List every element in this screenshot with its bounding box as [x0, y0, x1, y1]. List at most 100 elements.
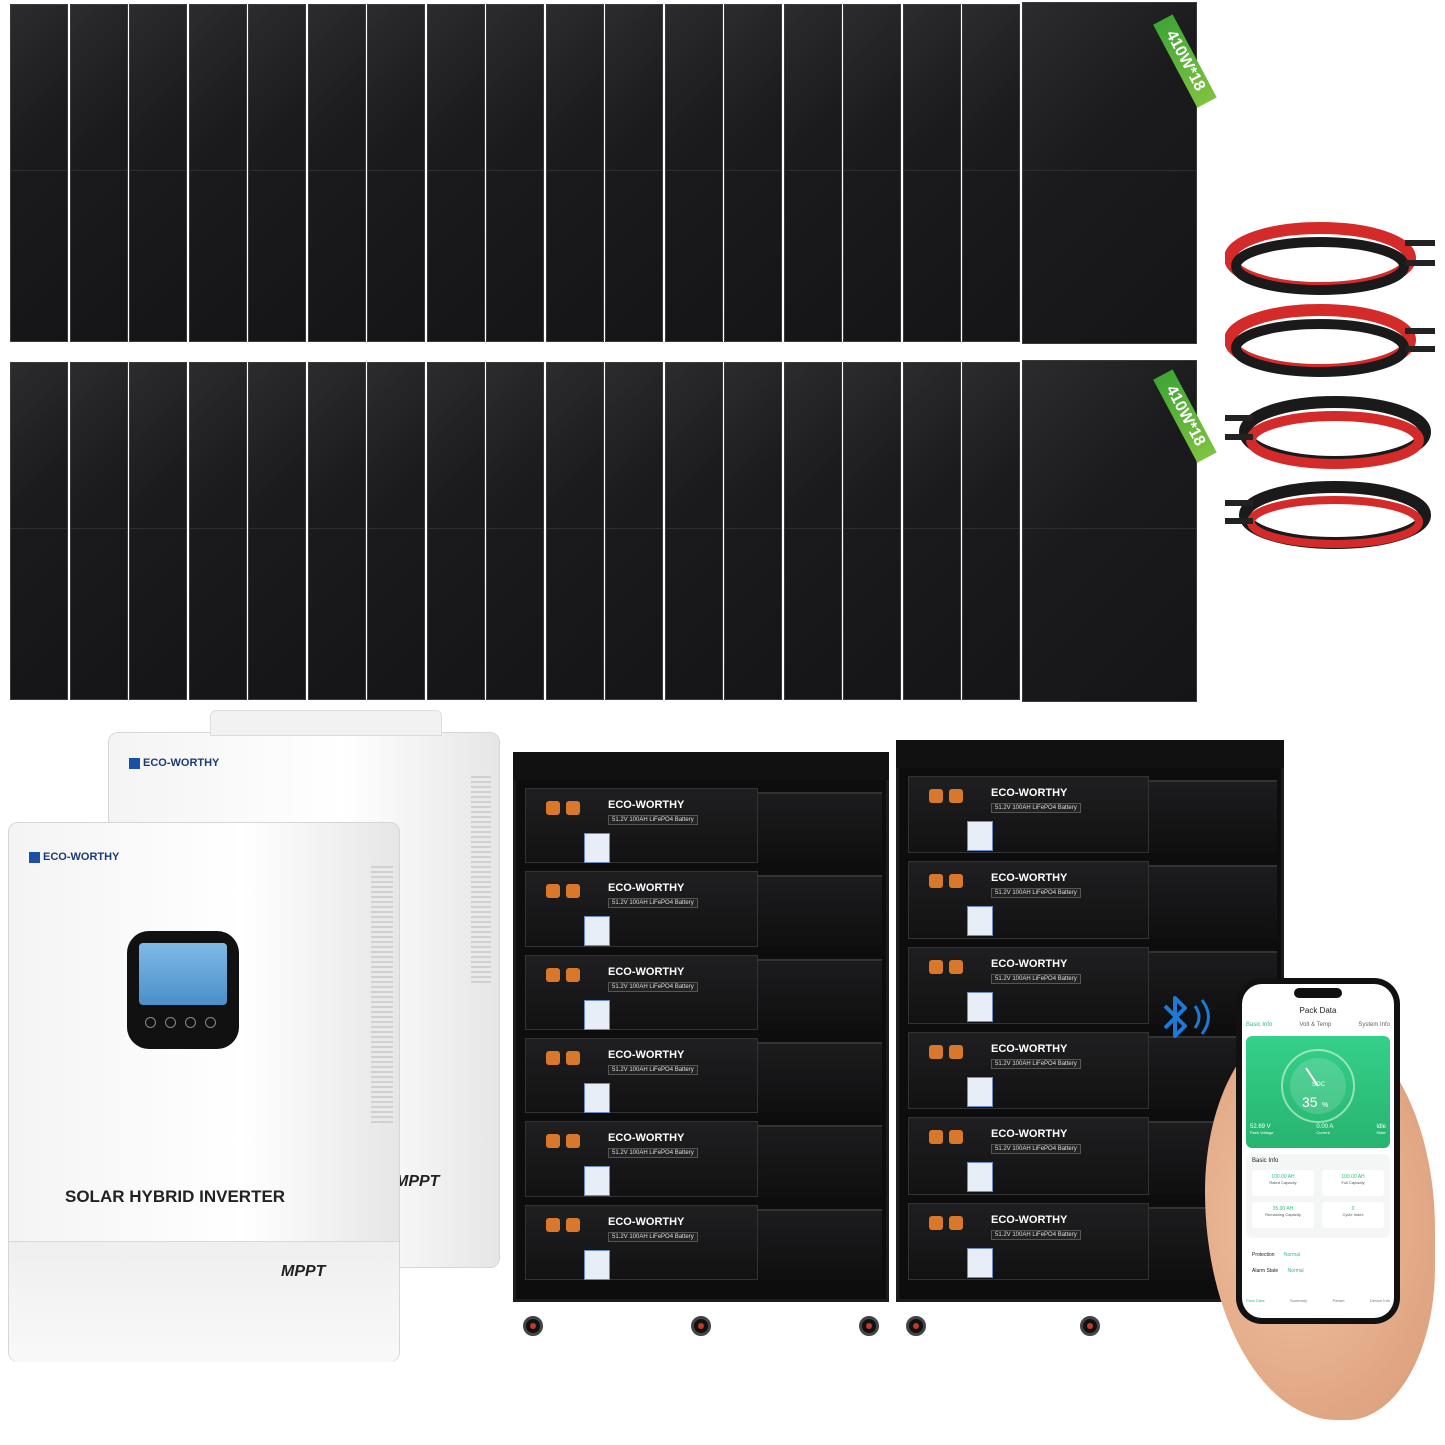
solar-panel-array-bottom — [0, 358, 1210, 708]
rack-caster-wheel — [691, 1316, 711, 1336]
solar-panel — [248, 4, 306, 342]
rack-shelf — [758, 1042, 883, 1114]
brand-logo-icon — [29, 851, 40, 863]
battery-model: 51.2V 100AH LiFePO4 Battery — [608, 981, 698, 992]
battery-terminal — [546, 967, 560, 982]
cable-coil-4 — [1225, 481, 1431, 549]
battery-breaker[interactable] — [967, 821, 993, 851]
battery-module: ECO-WORTHY 51.2V 100AH LiFePO4 Battery — [908, 946, 1149, 1024]
nav-summary[interactable]: Summary — [1289, 1298, 1308, 1303]
solar-panel — [843, 4, 901, 342]
battery-brand: ECO-WORTHY — [991, 787, 1068, 799]
battery-brand: ECO-WORTHY — [991, 957, 1068, 970]
inverter-button[interactable] — [205, 1017, 216, 1028]
app-tabs: Basic Info Volt & Temp System Info — [1246, 1022, 1390, 1028]
solar-panel — [426, 4, 485, 342]
battery-terminal — [566, 1217, 580, 1232]
battery-module: ECO-WORTHY 51.2V 100AH LiFePO4 Battery — [525, 1121, 759, 1197]
battery-brand: ECO-WORTHY — [608, 1132, 685, 1145]
solar-panel — [664, 362, 723, 700]
battery-brand: ECO-WORTHY — [991, 1043, 1068, 1055]
app-header: Pack Data — [1299, 1006, 1337, 1015]
rack-shelf — [758, 875, 883, 947]
inverter-back-brand: ECO-WORTHY — [129, 757, 219, 769]
solar-panel — [962, 362, 1020, 700]
solar-panel — [724, 4, 782, 342]
battery-brand: ECO-WORTHY — [608, 1049, 685, 1061]
solar-panel — [307, 362, 366, 700]
battery-breaker[interactable] — [967, 1247, 993, 1278]
battery-model: 51.2V 100AH LiFePO4 Battery — [608, 1148, 698, 1159]
battery-breaker[interactable] — [967, 991, 993, 1022]
battery-breaker[interactable] — [967, 906, 993, 937]
nav-pack-data[interactable]: Pack Data — [1246, 1298, 1265, 1303]
solar-panel — [783, 362, 842, 700]
alarm-row: Alarm State Normal — [1252, 1268, 1304, 1274]
battery-model: 51.2V 100AH LiFePO4 Battery — [991, 803, 1081, 813]
rack-caster-wheel — [1080, 1316, 1100, 1336]
battery-terminal — [929, 874, 943, 889]
solar-panel — [367, 362, 425, 700]
battery-model: 51.2V 100AH LiFePO4 Battery — [608, 898, 698, 909]
battery-terminal — [566, 884, 580, 899]
battery-terminal — [949, 1215, 963, 1230]
solar-panel — [902, 4, 961, 342]
battery-terminal — [546, 801, 560, 815]
battery-breaker[interactable] — [584, 1083, 610, 1113]
solar-panel — [664, 4, 723, 342]
inverter-bottom-cover — [9, 1241, 399, 1362]
bottom-nav: Pack Data Summary Param Device Info — [1246, 1298, 1390, 1303]
inverter-button[interactable] — [145, 1017, 156, 1028]
battery-model: 51.2V 100AH LiFePO4 Battery — [991, 1144, 1081, 1155]
solar-panel — [1021, 2, 1197, 344]
battery-breaker[interactable] — [584, 1166, 610, 1197]
solar-panel — [545, 4, 604, 342]
inverter-button[interactable] — [185, 1017, 196, 1028]
nav-param[interactable]: Param — [1332, 1298, 1345, 1303]
battery-model: 51.2V 100AH LiFePO4 Battery — [991, 973, 1081, 984]
inverter-back-mppt: MPPT — [395, 1173, 440, 1190]
tab-volt-temp[interactable]: Volt & Temp — [1299, 1022, 1332, 1028]
brand-logo-icon — [129, 757, 140, 769]
solar-panel — [605, 4, 663, 342]
tab-system-info[interactable]: System Info — [1358, 1022, 1390, 1028]
nav-device-info[interactable]: Device Info — [1369, 1298, 1390, 1303]
soc-gauge — [1281, 1049, 1355, 1123]
inverter-button[interactable] — [165, 1017, 176, 1028]
battery-terminal — [929, 1215, 943, 1230]
solar-panel — [902, 362, 961, 700]
tab-basic-info[interactable]: Basic Info — [1246, 1022, 1273, 1028]
battery-breaker[interactable] — [967, 1077, 993, 1107]
battery-breaker[interactable] — [584, 833, 610, 863]
battery-module: ECO-WORTHY 51.2V 100AH LiFePO4 Battery — [525, 954, 759, 1030]
bluetooth-icon — [1163, 996, 1210, 1038]
battery-model: 51.2V 100AH LiFePO4 Battery — [608, 1231, 698, 1242]
solar-panel — [843, 362, 901, 700]
battery-breaker[interactable] — [584, 1249, 610, 1280]
rack-top-plate — [513, 752, 889, 780]
battery-breaker[interactable] — [967, 1162, 993, 1193]
inverter-front-mppt: MPPT — [281, 1263, 326, 1280]
inverter-front: ECO-WORTHY SOLAR HYBRID INVERTER MPPT — [8, 822, 400, 1362]
solar-panel — [188, 362, 247, 700]
solar-panel — [545, 362, 604, 700]
battery-module: ECO-WORTHY 51.2V 100AH LiFePO4 Battery — [908, 776, 1149, 854]
smartphone: Pack Data Basic Info Volt & Temp System … — [1236, 978, 1400, 1324]
solar-panel — [783, 4, 842, 342]
battery-terminal — [546, 1217, 560, 1232]
battery-brand: ECO-WORTHY — [608, 965, 685, 978]
battery-breaker[interactable] — [584, 916, 610, 947]
solar-panel — [188, 4, 247, 342]
battery-breaker[interactable] — [584, 999, 610, 1030]
battery-terminal — [929, 1130, 943, 1145]
battery-terminal — [566, 1134, 580, 1149]
